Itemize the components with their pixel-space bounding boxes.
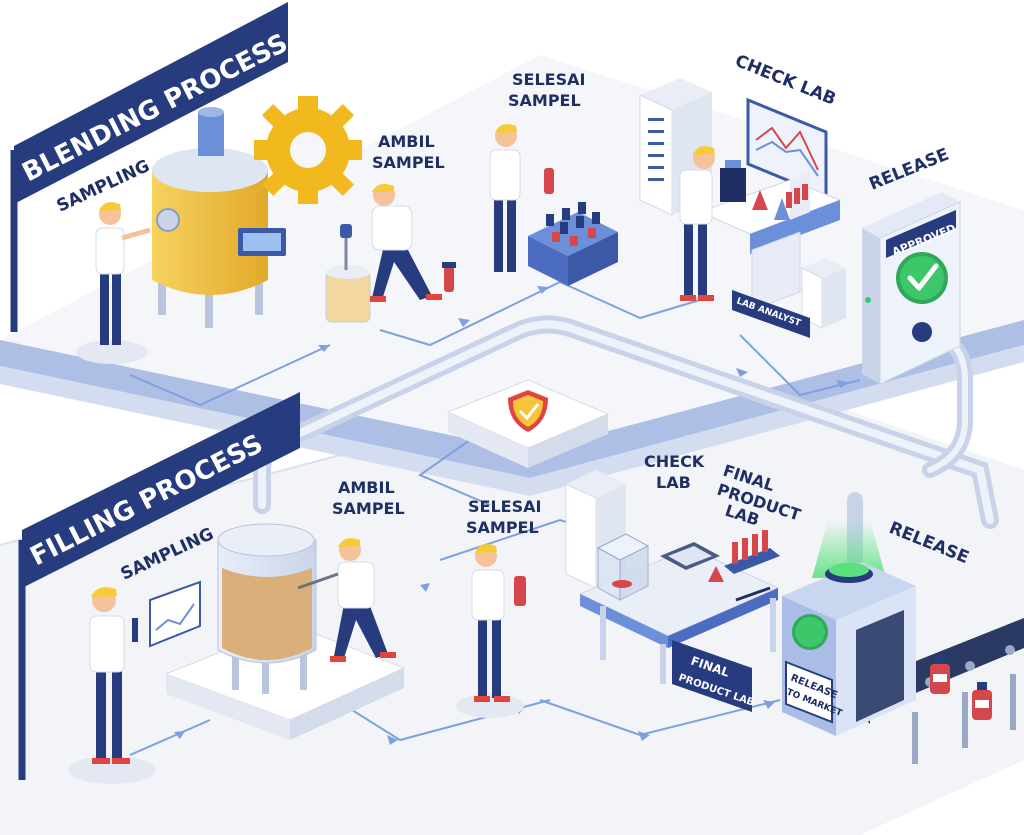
worker-figure — [297, 538, 396, 662]
blending-sampling-station: SAMPLING — [54, 96, 362, 364]
lab-desk — [698, 160, 842, 311]
lab-bench — [578, 547, 780, 684]
sample-rack — [528, 202, 618, 286]
release-machine: RELEASE TO MARKET — [782, 562, 916, 736]
worker-figure — [679, 146, 715, 301]
red-vial — [442, 262, 456, 292]
filling-ambil-label-2: SAMPEL — [332, 499, 405, 518]
filling-check-label-2: LAB — [656, 473, 691, 492]
product-bottle — [972, 682, 992, 720]
blending-selesai-station: SELESAI SAMPEL — [489, 70, 618, 286]
tube-rack — [724, 530, 780, 574]
lab-device — [660, 542, 720, 570]
gear-icon — [254, 96, 362, 204]
blending-ambil-label-2: SAMPEL — [372, 153, 445, 172]
filling-selesai-label-1: SELESAI — [468, 497, 541, 516]
blending-ambil-label-1: AMBIL — [378, 132, 435, 151]
chart-card — [149, 580, 201, 648]
shield-check-icon — [518, 403, 540, 421]
blending-flow-arrows — [318, 286, 848, 388]
worker-figure — [89, 587, 138, 764]
filling-tank — [217, 523, 317, 694]
blending-selesai-label-1: SELESAI — [512, 70, 585, 89]
blending-tank — [152, 107, 286, 328]
worker-figure — [471, 544, 526, 702]
blending-selesai-label-2: SAMPEL — [508, 91, 581, 110]
server-tower — [801, 258, 846, 329]
blending-ambil-station: AMBIL SAMPEL — [325, 132, 456, 323]
worker-figure — [489, 124, 554, 272]
quality-shield-badge — [446, 379, 610, 468]
filling-check-label-1: CHECK — [644, 452, 705, 471]
filling-release-station: RELEASE — [782, 518, 1024, 764]
check-icon — [907, 263, 939, 291]
worker-figure — [95, 202, 151, 345]
filling-ambil-label-1: AMBIL — [338, 478, 395, 497]
filling-selesai-label-2: SAMPEL — [466, 518, 539, 537]
product-bottle — [930, 656, 950, 694]
filling-check-lab-station: CHECK LAB FINAL PRODUCT LAB — [565, 452, 803, 712]
filling-ambil-station: AMBIL SAMPEL — [164, 478, 406, 740]
balance-scale — [596, 533, 650, 601]
filling-selesai-station: SELESAI SAMPEL — [456, 497, 541, 718]
worker-figure — [370, 184, 442, 302]
